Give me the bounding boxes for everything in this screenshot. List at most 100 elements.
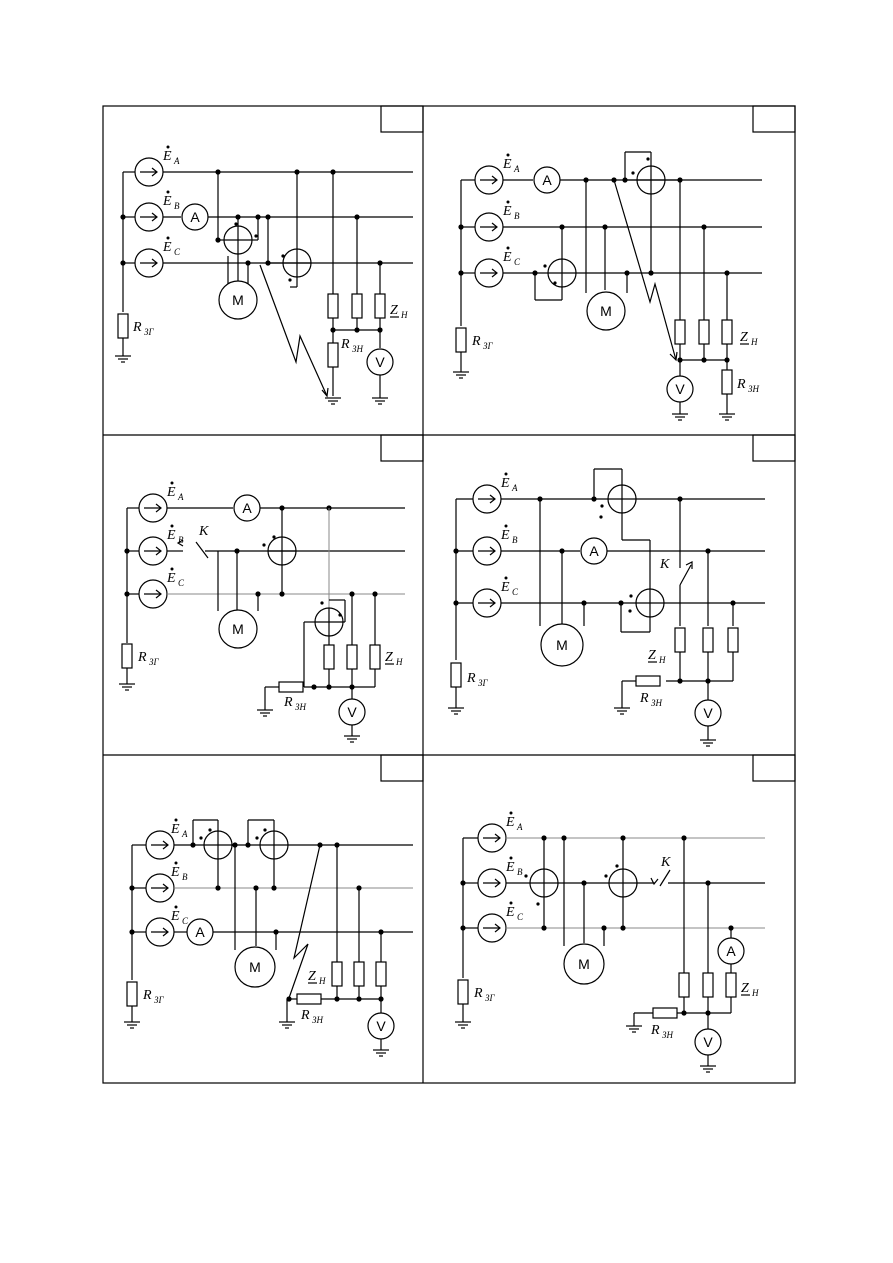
svg-text:Н: Н xyxy=(750,337,758,347)
svg-text:K: K xyxy=(660,855,671,870)
svg-text:ЗН: ЗН xyxy=(312,1015,323,1025)
svg-text:A: A xyxy=(173,156,180,166)
svg-text:Z: Z xyxy=(308,969,316,984)
svg-text:B: B xyxy=(517,867,523,877)
svg-text:V: V xyxy=(703,705,713,721)
switch-k xyxy=(679,564,692,586)
svg-text:E: E xyxy=(502,250,512,265)
svg-text:A: A xyxy=(542,172,552,188)
svg-text:V: V xyxy=(675,381,685,397)
svg-text:M: M xyxy=(249,959,261,975)
motor-icon xyxy=(218,609,258,649)
svg-text:B: B xyxy=(174,201,180,211)
svg-text:ЗГ: ЗГ xyxy=(483,341,493,351)
svg-text:ЗГ: ЗГ xyxy=(144,327,154,337)
svg-text:R: R xyxy=(639,691,649,706)
svg-text:B: B xyxy=(514,211,520,221)
svg-text:E: E xyxy=(170,822,180,837)
panel-3: A M xyxy=(118,481,405,743)
panel-2: A M xyxy=(452,151,762,421)
panel-4: A M V xyxy=(447,468,765,747)
svg-text:R: R xyxy=(340,337,350,352)
svg-text:Z: Z xyxy=(648,648,656,663)
svg-text:Z: Z xyxy=(385,650,393,665)
svg-text:Н: Н xyxy=(395,657,403,667)
svg-text:E: E xyxy=(166,485,176,500)
svg-text:K: K xyxy=(198,524,209,539)
svg-text:K: K xyxy=(659,557,670,572)
svg-text:R: R xyxy=(473,986,483,1001)
svg-text:E: E xyxy=(500,580,510,595)
outer-frame xyxy=(102,105,796,1084)
svg-text:A: A xyxy=(516,822,523,832)
svg-text:B: B xyxy=(182,872,188,882)
svg-text:A: A xyxy=(177,492,184,502)
svg-text:M: M xyxy=(600,303,612,319)
svg-text:E: E xyxy=(170,865,180,880)
svg-text:Z: Z xyxy=(390,303,398,318)
svg-text:ЗГ: ЗГ xyxy=(485,993,495,1003)
svg-text:V: V xyxy=(347,704,357,720)
motor-icon xyxy=(234,946,276,988)
svg-text:ЗГ: ЗГ xyxy=(478,678,488,688)
svg-text:M: M xyxy=(556,637,568,653)
svg-text:A: A xyxy=(511,483,518,493)
svg-text:E: E xyxy=(162,149,172,164)
svg-text:E: E xyxy=(500,528,510,543)
svg-text:E: E xyxy=(166,528,176,543)
svg-text:C: C xyxy=(517,912,524,922)
svg-text:R: R xyxy=(736,377,746,392)
svg-text:R: R xyxy=(137,650,147,665)
svg-text:R: R xyxy=(471,334,481,349)
svg-text:R: R xyxy=(300,1008,310,1023)
svg-text:A: A xyxy=(589,543,599,559)
svg-text:C: C xyxy=(512,587,519,597)
svg-text:B: B xyxy=(178,535,184,545)
svg-text:M: M xyxy=(578,956,590,972)
svg-text:M: M xyxy=(232,292,244,308)
svg-text:R: R xyxy=(142,988,152,1003)
svg-text:V: V xyxy=(376,1018,386,1034)
svg-text:A: A xyxy=(181,829,188,839)
svg-text:ЗН: ЗН xyxy=(748,384,759,394)
svg-text:A: A xyxy=(242,500,252,516)
motor-icon xyxy=(540,623,584,667)
svg-text:R: R xyxy=(650,1023,660,1038)
svg-text:Z: Z xyxy=(740,330,748,345)
svg-text:E: E xyxy=(170,909,180,924)
panel-1: A M xyxy=(114,145,413,405)
svg-text:Н: Н xyxy=(318,976,326,986)
svg-text:A: A xyxy=(726,943,736,959)
svg-text:C: C xyxy=(182,916,189,926)
svg-text:A: A xyxy=(195,924,205,940)
svg-text:A: A xyxy=(513,164,520,174)
svg-text:V: V xyxy=(703,1034,713,1050)
svg-text:M: M xyxy=(232,621,244,637)
svg-text:E: E xyxy=(505,860,515,875)
svg-text:E: E xyxy=(502,157,512,172)
svg-text:E: E xyxy=(502,204,512,219)
svg-text:ЗН: ЗН xyxy=(662,1030,673,1040)
svg-text:ЗН: ЗН xyxy=(295,702,306,712)
svg-text:B: B xyxy=(512,535,518,545)
motor-icon xyxy=(586,291,626,331)
svg-text:Z: Z xyxy=(741,981,749,996)
svg-text:ЗН: ЗН xyxy=(352,344,363,354)
svg-text:Н: Н xyxy=(400,310,408,320)
svg-text:ЗГ: ЗГ xyxy=(154,995,164,1005)
svg-text:Н: Н xyxy=(751,988,759,998)
svg-text:C: C xyxy=(178,578,185,588)
svg-text:E: E xyxy=(162,240,172,255)
svg-text:A: A xyxy=(190,209,200,225)
svg-text:E: E xyxy=(162,194,172,209)
motor-icon xyxy=(563,943,605,985)
svg-text:E: E xyxy=(166,571,176,586)
svg-text:C: C xyxy=(514,257,521,267)
svg-text:ЗН: ЗН xyxy=(651,698,662,708)
svg-text:V: V xyxy=(375,354,385,370)
svg-text:R: R xyxy=(466,671,476,686)
svg-text:R: R xyxy=(283,695,293,710)
